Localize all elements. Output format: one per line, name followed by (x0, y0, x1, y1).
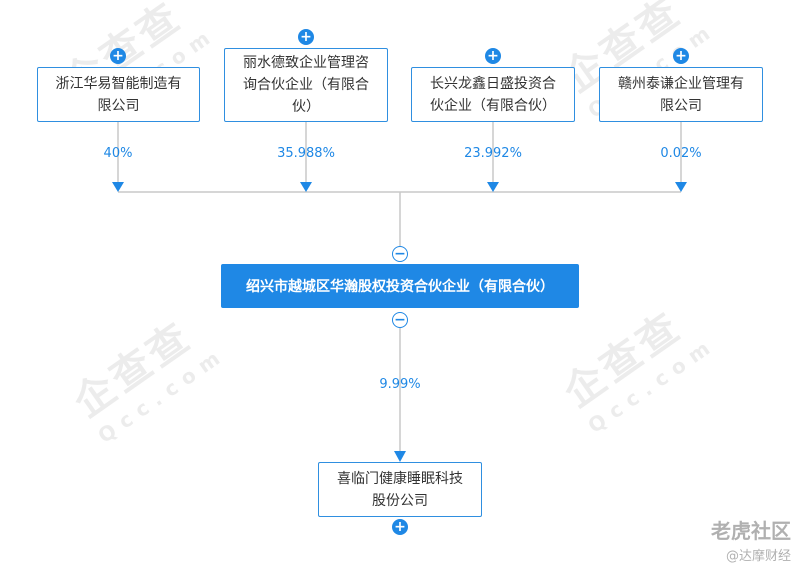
shareholder-node[interactable]: 浙江华易智能制造有限公司 (37, 67, 200, 122)
share-percent: 35.988% (277, 146, 335, 161)
share-percent: 23.992% (464, 146, 522, 161)
footer-author: @达摩财经 (725, 549, 791, 564)
shareholder-node[interactable]: 长兴龙鑫日盛投资合伙企业（有限合伙） (411, 67, 575, 122)
expand-icon[interactable]: + (110, 48, 126, 64)
shareholder-node[interactable]: 丽水德致企业管理咨询合伙企业（有限合伙） (224, 48, 388, 122)
investment-node[interactable]: 喜临门健康睡眠科技股份公司 (318, 462, 482, 517)
main-company-node[interactable]: 绍兴市越城区华瀚股权投资合伙企业（有限合伙） (221, 264, 579, 308)
share-percent: 0.02% (660, 146, 702, 161)
collapse-icon[interactable]: − (392, 312, 408, 328)
share-percent: 40% (103, 146, 133, 161)
expand-icon[interactable]: + (392, 519, 408, 535)
shareholder-node[interactable]: 赣州泰谦企业管理有限公司 (599, 67, 763, 122)
expand-icon[interactable]: + (298, 29, 314, 45)
investment-percent: 9.99% (379, 377, 421, 392)
collapse-icon[interactable]: − (392, 246, 408, 262)
expand-icon[interactable]: + (673, 48, 689, 64)
expand-icon[interactable]: + (485, 48, 501, 64)
footer-brand: 老虎社区 (711, 519, 791, 543)
